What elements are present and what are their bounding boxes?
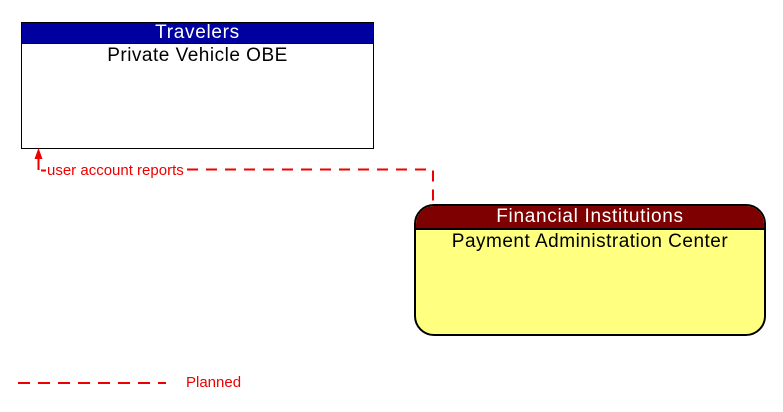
entity-payment-administration-center[interactable]: Financial Institutions Payment Administr… xyxy=(414,204,766,336)
legend-label-planned: Planned xyxy=(186,374,242,391)
entity-name-payment-administration-center: Payment Administration Center xyxy=(451,231,729,252)
entity-group-header-travelers: Travelers xyxy=(22,23,373,44)
flow-label-user-account-reports[interactable]: user account reports xyxy=(47,162,184,179)
entity-group-header-financial-institutions: Financial Institutions xyxy=(416,206,764,230)
flow-line-planned xyxy=(187,168,434,205)
entity-name-private-vehicle-obe: Private Vehicle OBE xyxy=(107,45,288,66)
entity-private-vehicle-obe[interactable]: Travelers Private Vehicle OBE xyxy=(21,22,374,149)
flow-arrowhead-icon xyxy=(34,148,43,159)
